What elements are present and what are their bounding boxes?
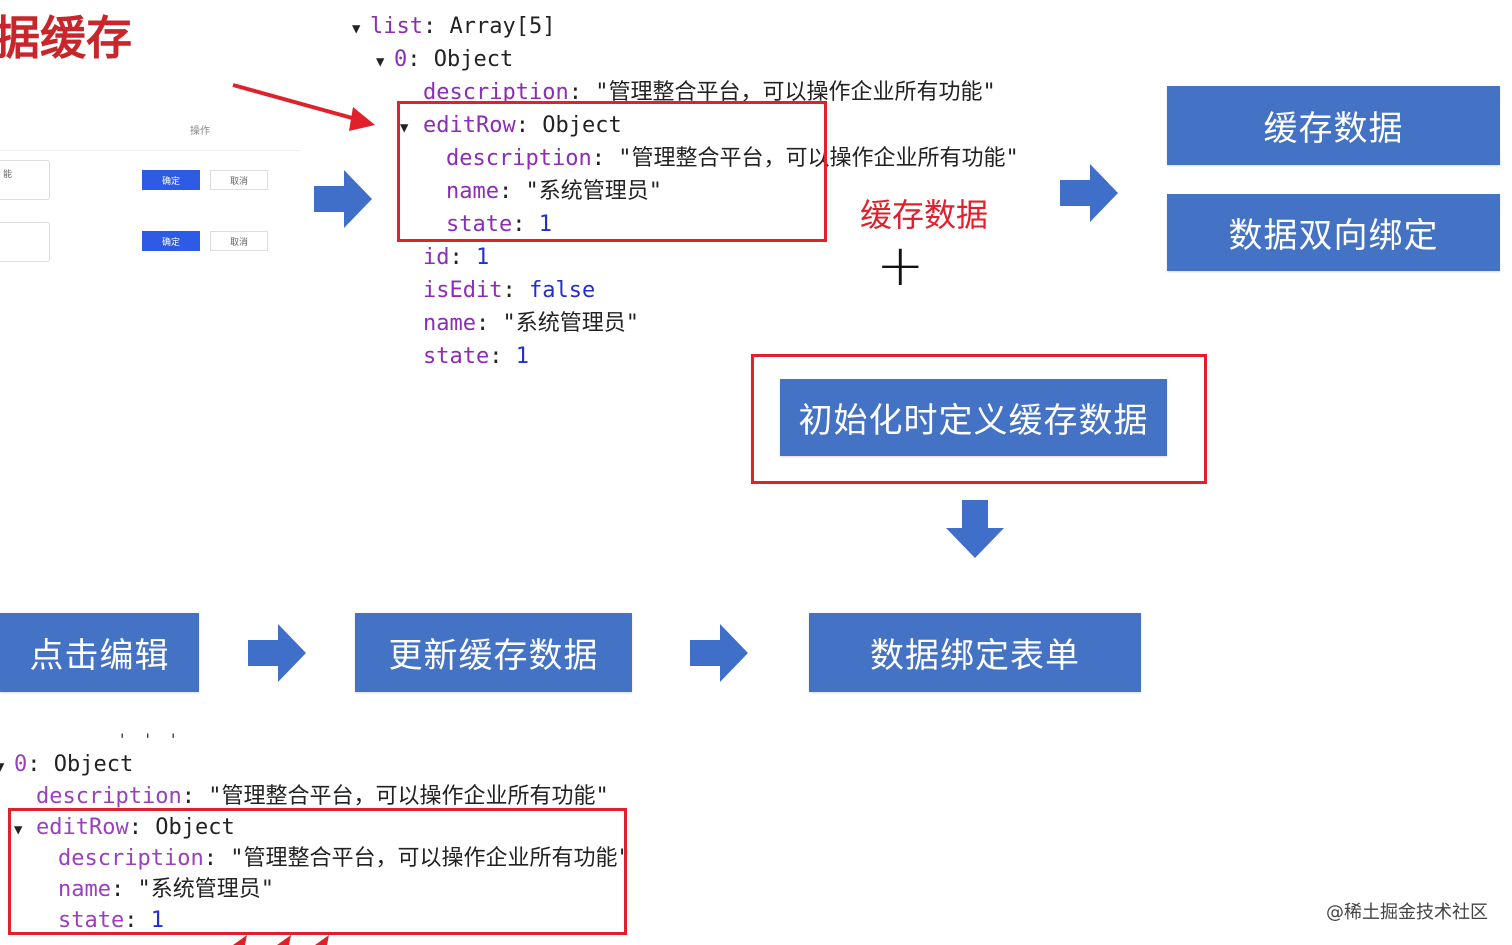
- bind-form-box: 数据绑定表单: [809, 613, 1141, 692]
- watermark-text: @稀土掘金技术社区: [1326, 902, 1488, 923]
- collapse-triangle-icon[interactable]: ▼: [0, 759, 5, 775]
- arrow-right-icon: [248, 624, 306, 682]
- code-top-line-10: name: "系统管理员": [423, 311, 639, 336]
- table-row-2-textarea[interactable]: [0, 222, 50, 262]
- code-top-line-2: ▼0: Object: [376, 47, 513, 75]
- cache-data-box: 缓存数据: [1167, 86, 1500, 165]
- code-bottom-line-6: state: 1: [58, 908, 164, 933]
- code-bottom-cut-dots: ' ' ': [120, 730, 184, 749]
- table-row-2-confirm-button[interactable]: 确定: [142, 231, 200, 251]
- cache-data-annotation: 缓存数据: [860, 196, 989, 234]
- collapse-triangle-icon[interactable]: ▼: [400, 120, 409, 136]
- code-top-line-3: description: "管理整合平台，可以操作企业所有功能": [423, 80, 996, 105]
- table-row-1-confirm-button[interactable]: 确定: [142, 170, 200, 190]
- collapse-triangle-icon[interactable]: ▼: [376, 54, 385, 70]
- bottom-editrow-highlight-frame: [8, 808, 627, 935]
- collapse-triangle-icon[interactable]: ▼: [352, 21, 361, 37]
- code-top-line-4: ▼editRow: Object: [400, 113, 622, 141]
- init-define-cache-box: 初始化时定义缓存数据: [780, 379, 1167, 456]
- red-pointer-arrow: [232, 83, 375, 131]
- code-bottom-line-2: description: "管理整合平台，可以操作企业所有功能": [36, 784, 609, 809]
- code-bottom-line-1: ▼0: Object: [0, 752, 133, 780]
- table-row-2-cancel-button[interactable]: 取消: [210, 231, 268, 251]
- two-way-binding-box: 数据双向绑定: [1167, 194, 1500, 271]
- table-header-divider: [0, 150, 300, 151]
- arrow-right-icon: [690, 624, 748, 682]
- update-cache-box: 更新缓存数据: [355, 613, 632, 692]
- collapse-triangle-icon[interactable]: ▼: [14, 822, 23, 838]
- arrow-down-icon: [946, 500, 1004, 558]
- code-top-line-6: name: "系统管理员": [446, 179, 662, 204]
- code-top-line-1: ▼list: Array[5]: [352, 14, 555, 42]
- table-row-1-textarea[interactable]: 能: [0, 160, 50, 200]
- code-bottom-line-3: ▼editRow: Object: [14, 815, 235, 843]
- page-heading: 据缓存: [0, 11, 132, 65]
- code-top-line-8: id: 1: [423, 245, 490, 270]
- table-row-1-cancel-button[interactable]: 取消: [210, 170, 268, 190]
- red-arrow-tips: [233, 935, 329, 945]
- click-edit-box: 点击编辑: [0, 613, 199, 692]
- arrow-right-icon: [314, 170, 372, 228]
- table-row-1-textarea-value: 能: [3, 170, 13, 180]
- code-top-line-9: isEdit: false: [423, 278, 596, 303]
- code-top-line-5: description: "管理整合平台，可以操作企业所有功能": [446, 146, 1019, 171]
- init-define-cache-highlight-frame: [751, 354, 1207, 484]
- code-top-line-11: state: 1: [423, 344, 529, 369]
- plus-sign: +: [876, 231, 925, 299]
- code-bottom-line-5: name: "系统管理员": [58, 877, 274, 902]
- code-top-line-7: state: 1: [446, 212, 552, 237]
- table-column-header: 操作: [190, 126, 210, 137]
- code-bottom-line-4: description: "管理整合平台，可以操作企业所有功能": [58, 846, 631, 871]
- editrow-highlight-frame: [397, 101, 827, 242]
- arrow-right-icon: [1060, 164, 1118, 222]
